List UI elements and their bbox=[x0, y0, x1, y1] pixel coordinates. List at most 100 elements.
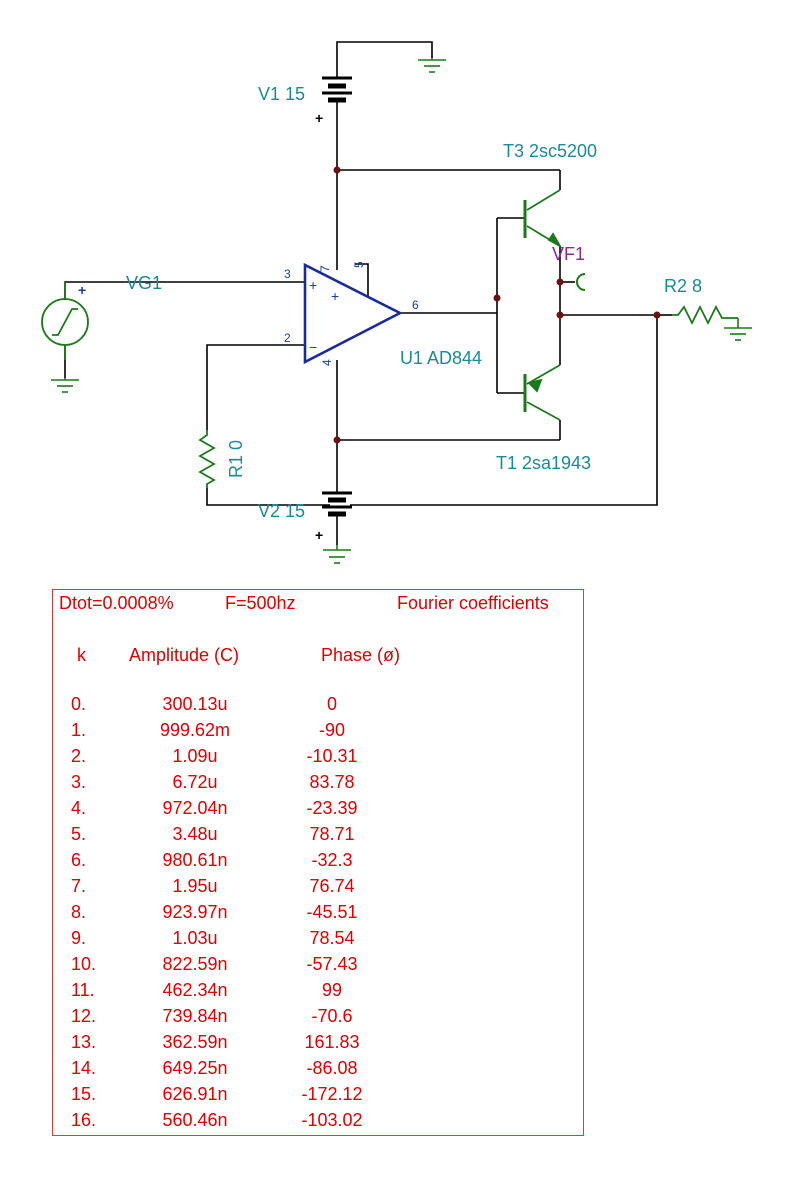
amplitude-value: 560.46n bbox=[162, 1110, 228, 1130]
op-amp-symbol bbox=[303, 262, 403, 365]
harmonic-index: 16. bbox=[71, 1110, 97, 1130]
v2-plus: + bbox=[315, 527, 323, 543]
phase-value: 83.78 bbox=[309, 772, 355, 792]
table-row: 10. 822.59n -57.43 bbox=[53, 954, 583, 980]
label-v1: V1 15 bbox=[258, 84, 305, 104]
ground-icon bbox=[51, 378, 79, 393]
harmonic-index: 9. bbox=[71, 928, 87, 948]
table-row: 3. 6.72u 83.78 bbox=[53, 772, 583, 798]
amplitude-value: 972.04n bbox=[162, 798, 228, 818]
amplitude-value: 362.59n bbox=[162, 1032, 228, 1052]
column-header-k: k bbox=[77, 645, 86, 665]
phase-value: -70.6 bbox=[311, 1006, 353, 1026]
harmonic-index: 15. bbox=[71, 1084, 97, 1104]
ground-icon bbox=[724, 318, 752, 341]
phase-value: -57.43 bbox=[306, 954, 358, 974]
harmonic-index: 10. bbox=[71, 954, 97, 974]
table-row: 7. 1.95u 76.74 bbox=[53, 876, 583, 902]
amplitude-value: 739.84n bbox=[162, 1006, 228, 1026]
table-row: 8.923.97n-45.51 bbox=[53, 902, 583, 928]
junction-dots bbox=[333, 166, 661, 444]
column-header-phase: Phase (ø) bbox=[321, 645, 401, 665]
pin-7: 7 bbox=[318, 265, 332, 272]
amplitude-value: 999.62m bbox=[159, 720, 231, 740]
table-row: 1. 999.62m -90 bbox=[53, 720, 583, 746]
harmonic-index: 3. bbox=[71, 772, 87, 792]
frequency-label: F=500hz bbox=[225, 593, 296, 613]
label-v2: V2 15 bbox=[258, 501, 305, 521]
v1-battery-symbol bbox=[322, 76, 352, 103]
harmonic-index: 14. bbox=[71, 1058, 97, 1078]
amplitude-value: 626.91n bbox=[162, 1084, 228, 1104]
pin-6: 6 bbox=[412, 298, 419, 312]
fourier-coefficients-panel: Dtot=0.0008% F=500hz Fourier coefficient… bbox=[52, 589, 584, 1136]
table-row: 16. 560.46n -103.02 bbox=[53, 1110, 583, 1136]
amplitude-value: 822.59n bbox=[162, 954, 228, 974]
amplitude-value: 6.72u bbox=[172, 772, 218, 792]
amplitude-value: 1.03u bbox=[172, 928, 218, 948]
table-row: 14. 649.25n -86.08 bbox=[53, 1058, 583, 1084]
label-r1: R1 0 bbox=[226, 440, 246, 478]
ground-icon bbox=[418, 58, 446, 73]
dtot-label: Dtot=0.0008% bbox=[59, 593, 174, 613]
phase-value: -103.02 bbox=[301, 1110, 363, 1130]
v2-battery-symbol bbox=[322, 491, 352, 517]
phase-value: 76.74 bbox=[309, 876, 355, 896]
harmonic-index: 4. bbox=[71, 798, 87, 818]
phase-value: -10.31 bbox=[306, 746, 358, 766]
amplitude-value: 1.09u bbox=[172, 746, 218, 766]
table-row: 9. 1.03u 78.54 bbox=[53, 928, 583, 954]
circuit-schematic: + + + − 3 2 7 5 4 6 V1 15 + VG1 R1 0 V2 … bbox=[41, 41, 752, 564]
noninverting-plus: + bbox=[309, 277, 317, 293]
pin-4: 4 bbox=[320, 359, 334, 366]
phase-value: 78.71 bbox=[309, 824, 355, 844]
amplitude-value: 1.95u bbox=[172, 876, 218, 896]
amplitude-value: 649.25n bbox=[162, 1058, 228, 1078]
amplitude-value: 980.61n bbox=[162, 850, 228, 870]
harmonic-index: 6. bbox=[71, 850, 87, 870]
harmonic-index: 8. bbox=[71, 902, 87, 922]
phase-value: 161.83 bbox=[304, 1032, 360, 1052]
phase-value: -32.3 bbox=[311, 850, 353, 870]
label-u1: U1 AD844 bbox=[400, 348, 482, 368]
table-row: 2. 1.09u -10.31 bbox=[53, 746, 583, 772]
phase-value: -90 bbox=[318, 720, 345, 740]
table-row: 15.626.91n-172.12 bbox=[53, 1084, 583, 1110]
phase-value: 78.54 bbox=[309, 928, 355, 948]
harmonic-index: 0. bbox=[71, 694, 87, 714]
amplitude-value: 462.34n bbox=[162, 980, 228, 1000]
r2-resistor-symbol bbox=[672, 304, 738, 326]
label-t1: T1 2sa1943 bbox=[496, 453, 591, 473]
harmonic-index: 12. bbox=[71, 1006, 97, 1026]
harmonic-index: 1. bbox=[71, 720, 87, 740]
ground-icon bbox=[323, 545, 351, 564]
table-row: 11. 462.34n 99 bbox=[53, 980, 583, 1006]
t3-npn-transistor-symbol bbox=[523, 189, 563, 249]
ground-symbols bbox=[51, 58, 752, 564]
r1-resistor-symbol bbox=[198, 430, 216, 488]
t1-pnp-transistor-symbol bbox=[523, 364, 561, 421]
v1-plus: + bbox=[315, 110, 323, 126]
harmonic-index: 11. bbox=[71, 980, 95, 1000]
amplitude-value: 923.97n bbox=[162, 902, 228, 922]
phase-value: -86.08 bbox=[306, 1058, 358, 1078]
vg1-generator-symbol bbox=[41, 282, 89, 360]
phase-value: 0 bbox=[326, 694, 337, 714]
harmonic-index: 2. bbox=[71, 746, 87, 766]
column-header-amplitude: Amplitude (C) bbox=[129, 645, 240, 665]
vg1-plus: + bbox=[78, 282, 86, 298]
table-row: 12. 739.84n -70.6 bbox=[53, 1006, 583, 1032]
label-r2: R2 8 bbox=[664, 276, 702, 296]
table-row: 6. 980.61n -32.3 bbox=[53, 850, 583, 876]
fourier-title: Fourier coefficients bbox=[397, 593, 549, 613]
table-row: 5. 3.48u 78.71 bbox=[53, 824, 583, 850]
phase-value: 99 bbox=[321, 980, 343, 1000]
amplitude-value: 3.48u bbox=[172, 824, 218, 844]
table-row: 4. 972.04n -23.39 bbox=[53, 798, 583, 824]
harmonic-index: 5. bbox=[71, 824, 87, 844]
phase-value: -23.39 bbox=[306, 798, 358, 818]
harmonic-index: 7. bbox=[71, 876, 87, 896]
amplitude-value: 300.13u bbox=[162, 694, 228, 714]
vf1-probe-symbol bbox=[576, 273, 586, 291]
